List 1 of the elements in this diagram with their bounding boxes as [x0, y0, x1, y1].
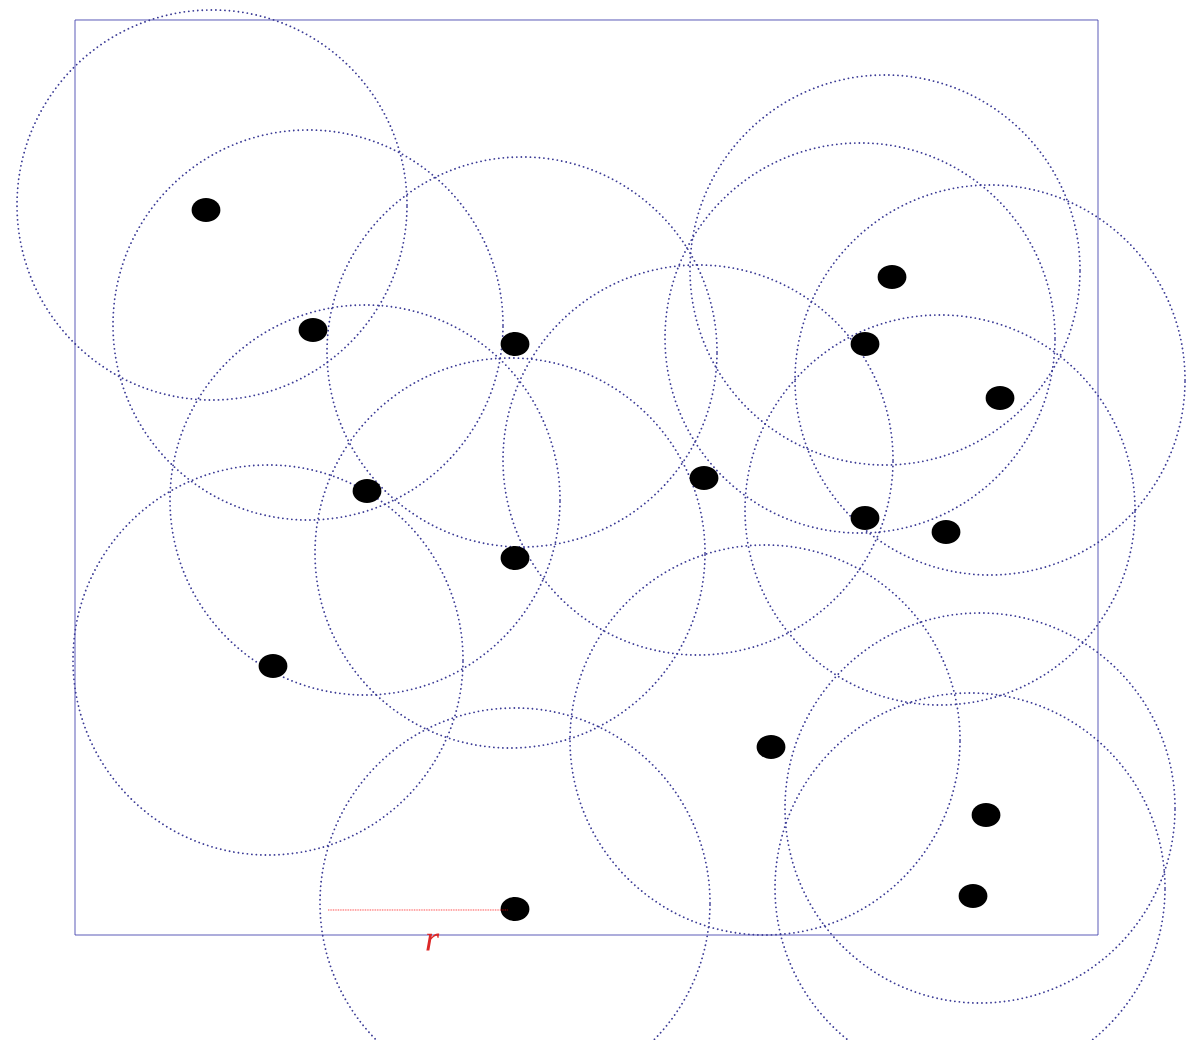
radius-label: r	[426, 933, 440, 951]
